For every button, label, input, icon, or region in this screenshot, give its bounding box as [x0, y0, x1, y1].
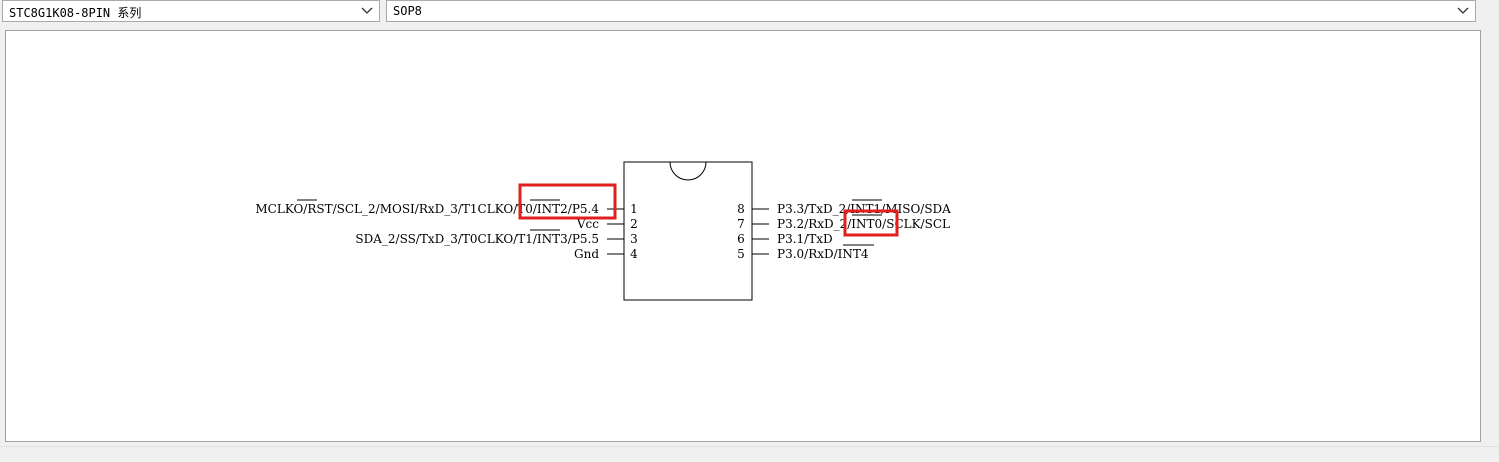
- pin-8-number: 8: [737, 202, 745, 216]
- pin-7-number: 7: [737, 217, 745, 231]
- pin-4-label: Gnd: [574, 247, 599, 261]
- pin-8-label: P3.3/TxD_2/INT1/MISO/SDA: [777, 202, 951, 216]
- pin-8: 8 P3.3/TxD_2/INT1/MISO/SDA: [737, 202, 951, 216]
- pin-2-label: Vcc: [576, 217, 599, 231]
- pin-5-number: 5: [737, 247, 745, 261]
- pinout-panel: 1 MCLKO/RST/SCL_2/MOSI/RxD_3/T1CLKO/T0/I…: [5, 30, 1481, 442]
- package-select[interactable]: SOP8: [386, 0, 1476, 22]
- chevron-down-icon[interactable]: [359, 3, 375, 19]
- status-bar: [0, 446, 1499, 462]
- highlight-box-int2: [518, 183, 617, 220]
- chip-series-value: STC8G1K08-8PIN 系列: [9, 6, 142, 20]
- chip-body: [623, 161, 753, 301]
- pin-1-number: 1: [630, 202, 638, 216]
- pin-3-label: SDA_2/SS/TxD_3/T0CLKO/T1/INT3/P5.5: [355, 232, 599, 246]
- pin-5-label: P3.0/RxD/INT4: [777, 247, 869, 261]
- pin-5: 5 P3.0/RxD/INT4: [737, 247, 869, 261]
- overbars: [297, 199, 882, 246]
- pin-4-number: 4: [630, 247, 638, 261]
- chip-notch: [669, 161, 707, 181]
- pin-6: 6 P3.1/TxD: [737, 232, 832, 246]
- pin-1: 1 MCLKO/RST/SCL_2/MOSI/RxD_3/T1CLKO/T0/I…: [255, 202, 637, 216]
- pin-2: 2 Vcc: [576, 217, 638, 231]
- pin-1-label: MCLKO/RST/SCL_2/MOSI/RxD_3/T1CLKO/T0/INT…: [255, 202, 599, 216]
- pin-6-number: 6: [737, 232, 745, 246]
- pin-3-number: 3: [630, 232, 638, 246]
- chip-series-select[interactable]: STC8G1K08-8PIN 系列: [2, 0, 380, 22]
- pin-3: 3 SDA_2/SS/TxD_3/T0CLKO/T1/INT3/P5.5: [355, 232, 637, 246]
- pin-7: 7 P3.2/RxD_2/INT0/SCLK/SCL: [737, 217, 950, 231]
- pin-7-label: P3.2/RxD_2/INT0/SCLK/SCL: [777, 217, 950, 231]
- pin-2-number: 2: [630, 217, 638, 231]
- chevron-down-icon[interactable]: [1455, 3, 1471, 19]
- pin-4: 4 Gnd: [574, 247, 638, 261]
- pin-6-label: P3.1/TxD: [777, 232, 833, 246]
- highlight-box-int0: [843, 209, 899, 237]
- vertical-scrollbar[interactable]: [1482, 30, 1497, 442]
- package-value: SOP8: [393, 4, 422, 18]
